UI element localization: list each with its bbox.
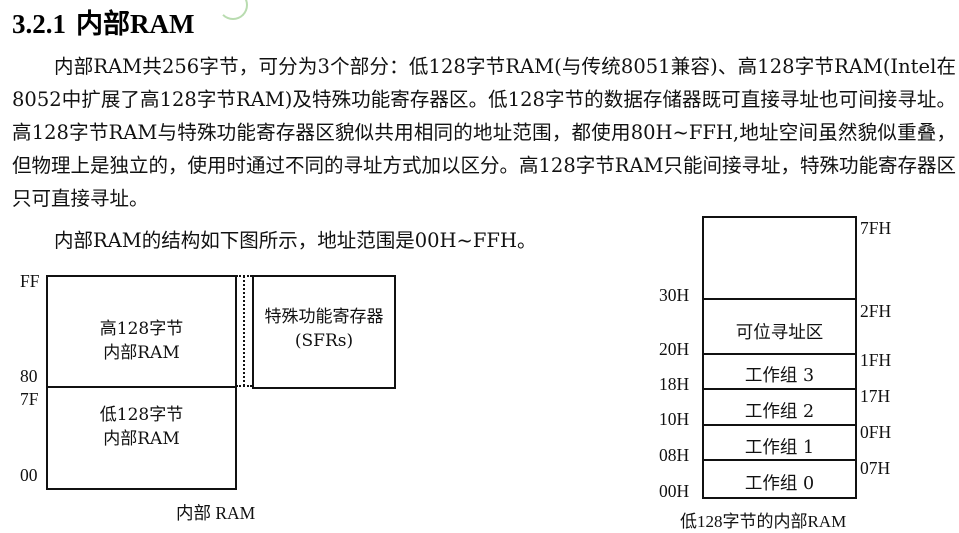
right-label-17h: 17H [860, 386, 891, 406]
left-label-00h: 00H [659, 481, 690, 501]
upper-ram-line2: 内部RAM [103, 343, 180, 363]
bank-0-cell: 工作组 0 [744, 474, 815, 494]
left-diagram-caption: 内部 RAM [176, 503, 256, 523]
divider-30h [704, 298, 855, 300]
section-number: 3.2.1 [12, 9, 66, 39]
left-label-20h: 20H [659, 339, 690, 359]
divider-08h [704, 459, 855, 461]
sfr-line1: 特殊功能寄存器 [264, 307, 384, 327]
left-label-08h: 08H [659, 445, 690, 465]
low-ram-column: 可位寻址区 工作组 3 工作组 2 工作组 1 工作组 0 [702, 216, 857, 499]
upper-ram-block: 高128字节 内部RAM [46, 275, 237, 390]
addr-label-80: 80 [20, 366, 38, 386]
bank-1-cell: 工作组 1 [744, 438, 815, 458]
section-heading: 3.2.1 内部RAM [12, 2, 194, 41]
left-label-30h: 30H [659, 285, 690, 305]
addr-label-7f: 7F [20, 389, 39, 409]
lower-ram-line2: 内部RAM [103, 429, 180, 449]
bank-2-cell: 工作组 2 [744, 402, 815, 422]
divider-10h [704, 424, 855, 426]
lower-ram-block: 低128字节 内部RAM [46, 386, 237, 490]
addr-label-ff: FF [20, 271, 40, 291]
decorative-arc [218, 0, 248, 20]
right-label-2fh: 2FH [860, 301, 892, 321]
left-label-10h: 10H [659, 409, 690, 429]
right-label-1fh: 1FH [860, 350, 892, 370]
lower-ram-line1: 低128字节 [99, 405, 184, 425]
paragraph-intro: 内部RAM共256字节，可分为3个部分：低128字节RAM(与传统8051兼容)… [12, 55, 956, 210]
left-label-18h: 18H [659, 374, 690, 394]
right-label-07h: 07H [860, 458, 891, 478]
dotted-connector-bottom [236, 385, 252, 387]
bit-addressable-cell: 可位寻址区 [735, 323, 824, 343]
sfr-block: 特殊功能寄存器 (SFRs) [252, 275, 396, 389]
bank-3-cell: 工作组 3 [744, 366, 815, 386]
dotted-connector-vertical [243, 276, 245, 386]
right-label-0fh: 0FH [860, 422, 892, 442]
sfr-line2: (SFRs) [294, 331, 354, 351]
divider-20h [704, 353, 855, 355]
addr-label-00: 00 [20, 465, 38, 485]
divider-18h [704, 388, 855, 390]
paragraph-structure: 内部RAM的结构如下图所示，地址范围是00H~FFH。 [54, 229, 537, 252]
section-title: 内部RAM [76, 9, 195, 39]
upper-ram-line1: 高128字节 [99, 319, 184, 339]
right-label-7fh: 7FH [860, 218, 892, 238]
right-diagram-caption: 低128字节的内部RAM [680, 512, 847, 531]
